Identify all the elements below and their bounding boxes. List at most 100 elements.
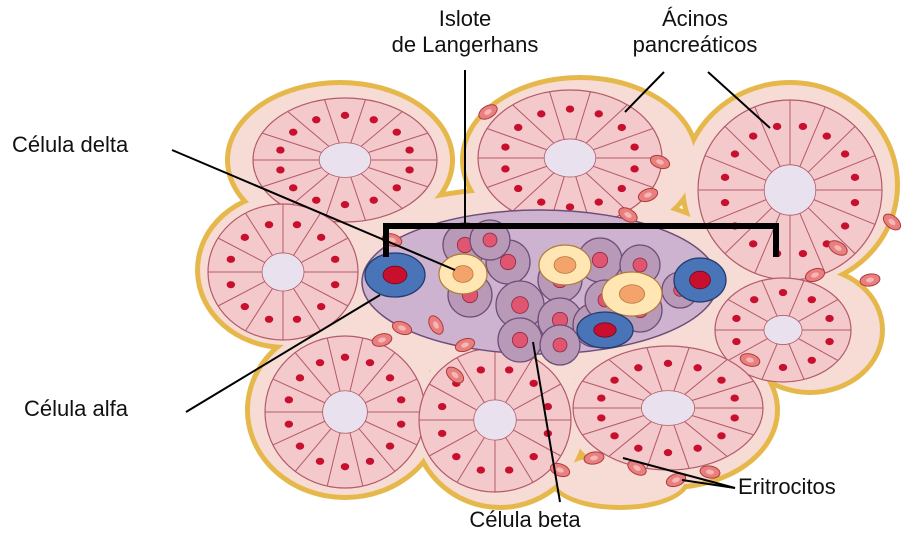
acinus-nucleus	[841, 222, 849, 229]
delta-cell-nucleus	[554, 257, 576, 274]
acinus-nucleus	[501, 165, 509, 172]
acinus-nucleus	[341, 463, 349, 470]
acinus-nucleus	[693, 364, 701, 371]
acinus-nucleus	[312, 197, 320, 204]
acinus-nucleus	[227, 256, 235, 263]
acinus-nucleus	[529, 453, 537, 460]
acinus-nucleus	[825, 315, 833, 322]
beta-cell-nucleus	[512, 297, 529, 314]
acinus-nucleus	[618, 185, 626, 192]
acinus-nucleus	[293, 221, 301, 228]
label-celula-alfa: Célula alfa	[24, 396, 128, 422]
acinus-nucleus	[779, 289, 787, 296]
acinus-nucleus	[595, 110, 603, 117]
acinus-nucleus	[717, 432, 725, 439]
acinus-nucleus	[296, 374, 304, 381]
acinus-nucleus	[566, 203, 574, 210]
acinus-lumen	[764, 315, 802, 344]
acinus-nucleus	[630, 144, 638, 151]
acinus-nucleus	[370, 116, 378, 123]
acinus-nucleus	[750, 296, 758, 303]
acinus-nucleus	[386, 443, 394, 450]
acinus	[478, 90, 662, 226]
acinus-nucleus	[438, 430, 446, 437]
acinus-nucleus	[693, 445, 701, 452]
acinus-lumen	[641, 391, 694, 426]
acinus-nucleus	[227, 281, 235, 288]
acinus-nucleus	[289, 129, 297, 136]
acinus-nucleus	[630, 165, 638, 172]
acinus-nucleus	[732, 338, 740, 345]
acinus-nucleus	[477, 366, 485, 373]
acinus-nucleus	[386, 374, 394, 381]
beta-cell-nucleus	[483, 233, 497, 247]
acinus-nucleus	[634, 445, 642, 452]
label-celula-delta: Célula delta	[12, 132, 128, 158]
acinus-nucleus	[618, 124, 626, 131]
acinus-lumen	[764, 165, 816, 215]
acinus-nucleus	[514, 185, 522, 192]
label-islote-line1: Islote	[420, 6, 510, 32]
acinus-nucleus	[537, 199, 545, 206]
acinus	[253, 98, 437, 222]
acinus-nucleus	[397, 421, 405, 428]
acinus-nucleus	[285, 396, 293, 403]
acinus-lumen	[262, 253, 304, 291]
acinus-nucleus	[452, 453, 460, 460]
acinus-nucleus	[634, 364, 642, 371]
acinus-nucleus	[241, 303, 249, 310]
acinus-nucleus	[841, 150, 849, 157]
acinus-nucleus	[393, 184, 401, 191]
acinus-nucleus	[241, 234, 249, 241]
acinus-nucleus	[514, 124, 522, 131]
acinus-nucleus	[610, 432, 618, 439]
acinus-nucleus	[366, 359, 374, 366]
acinus-nucleus	[773, 123, 781, 130]
acinus-nucleus	[749, 133, 757, 140]
acinus-nucleus	[731, 150, 739, 157]
acinus-nucleus	[316, 458, 324, 465]
acinus-nucleus	[296, 443, 304, 450]
acinus-nucleus	[529, 380, 537, 387]
acinus-nucleus	[366, 458, 374, 465]
acinus-nucleus	[721, 199, 729, 206]
acinus-nucleus	[341, 112, 349, 119]
acinus-nucleus	[851, 174, 859, 181]
acinus-nucleus	[501, 144, 509, 151]
beta-cell-nucleus	[500, 254, 515, 269]
acinus-nucleus	[393, 129, 401, 136]
acinus-nucleus	[664, 360, 672, 367]
acinus-nucleus	[825, 338, 833, 345]
acinus-nucleus	[597, 414, 605, 421]
acinus-nucleus	[293, 316, 301, 323]
acinus-nucleus	[285, 421, 293, 428]
acinus-nucleus	[717, 377, 725, 384]
acinus-nucleus	[505, 466, 513, 473]
acinus-nucleus	[317, 234, 325, 241]
alpha-cell-nucleus	[594, 323, 616, 337]
acinus-nucleus	[405, 166, 413, 173]
acinus-nucleus	[265, 316, 273, 323]
acinus-lumen	[319, 143, 371, 178]
beta-cell-nucleus	[633, 258, 647, 272]
acinus-nucleus	[799, 250, 807, 257]
acinus-nucleus	[566, 105, 574, 112]
acinus-nucleus	[808, 357, 816, 364]
acinus-nucleus	[477, 466, 485, 473]
acinus-nucleus	[779, 364, 787, 371]
acinus-lumen	[474, 400, 517, 440]
delta-cell-nucleus	[619, 285, 644, 303]
acinus-lumen	[323, 391, 368, 434]
acinus-nucleus	[799, 123, 807, 130]
delta-cell-nucleus	[453, 266, 473, 283]
acinus-nucleus	[537, 110, 545, 117]
acinus-nucleus	[438, 403, 446, 410]
label-islote-line2: de Langerhans	[355, 32, 575, 58]
acinus-nucleus	[730, 414, 738, 421]
acinus-nucleus	[823, 133, 831, 140]
acinus-nucleus	[341, 201, 349, 208]
acinus-nucleus	[721, 174, 729, 181]
acinus	[419, 348, 571, 492]
acinus-nucleus	[276, 166, 284, 173]
